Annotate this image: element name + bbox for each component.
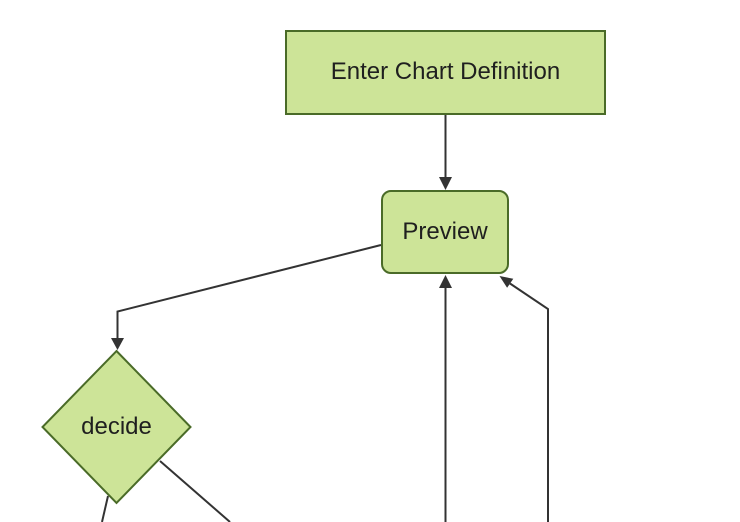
arrowhead-bottom-to-preview-icon [439, 275, 452, 288]
node-preview: Preview [381, 190, 509, 274]
node-enter-chart-definition: Enter Chart Definition [285, 30, 606, 115]
arrowhead-preview-to-decide-icon [111, 338, 124, 350]
arrowhead-enterdef-to-preview-icon [439, 177, 452, 190]
node-preview-label: Preview [402, 217, 488, 245]
edge-bottomright-to-preview [509, 282, 549, 522]
node-enter-chart-definition-label: Enter Chart Definition [330, 58, 561, 86]
arrowhead-bottomright-to-preview-icon [499, 276, 514, 288]
edge-decide-to-bottomright [159, 460, 231, 522]
edge-decide-to-bottomleft [101, 495, 109, 522]
edge-preview-to-decide [116, 244, 382, 340]
node-decide-shape [41, 349, 192, 505]
